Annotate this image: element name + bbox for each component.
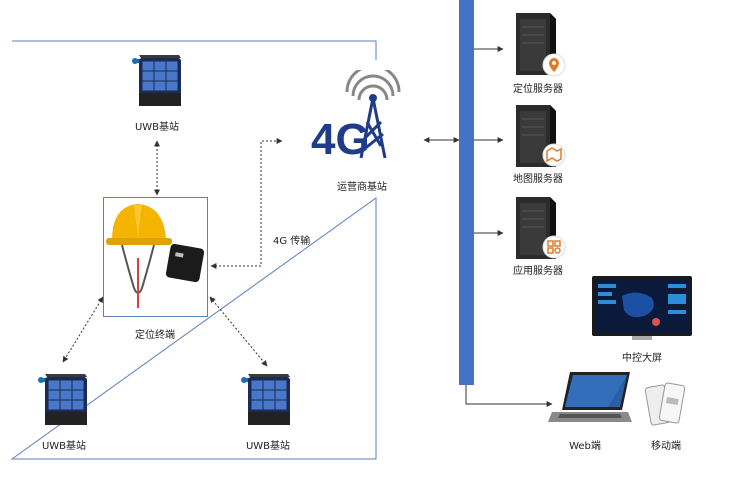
server-tower-icon	[516, 13, 566, 77]
map-server-label: 地图服务器	[513, 174, 563, 185]
app-server	[510, 193, 570, 263]
uwb-station-left	[37, 371, 89, 429]
mobile-label: 移动端	[651, 441, 681, 452]
mobile-phones	[644, 382, 688, 428]
loc-server	[510, 9, 570, 79]
uwb-left-label: UWB基站	[41, 441, 87, 452]
transfer-label: 4G 传输	[273, 236, 311, 247]
server-tower-icon	[516, 105, 566, 167]
uwb-right-label: UWB基站	[245, 441, 291, 452]
map-server	[510, 101, 570, 171]
carrier-station: 4G	[303, 64, 409, 166]
link-uwb-right-terminal	[209, 296, 268, 367]
tower-4g-icon: 4G	[311, 64, 401, 164]
terminal-label: 定位终端	[135, 330, 175, 341]
uwb-station-icon	[38, 374, 87, 425]
phone-icon	[644, 382, 686, 426]
logo-4g-text: 4G	[311, 115, 370, 164]
web-laptop	[548, 370, 634, 426]
uwb-station-right	[240, 371, 292, 429]
link-uwb-left-terminal	[62, 296, 104, 363]
laptop-icon	[548, 372, 632, 422]
uwb-station-top	[131, 52, 183, 110]
uwb-station-icon	[241, 374, 290, 425]
uwb-top-label: UWB基站	[134, 122, 180, 133]
loc-server-label: 定位服务器	[513, 84, 563, 95]
uwb-station-icon	[132, 55, 181, 106]
site-frame	[10, 40, 377, 460]
terminal-frame	[103, 197, 208, 317]
helmet-device-illustration	[106, 204, 205, 308]
monitor-icon	[592, 276, 692, 340]
link-bus-web	[465, 385, 553, 407]
apps-grid-icon	[542, 235, 566, 259]
app-server-label: 应用服务器	[513, 266, 563, 277]
network-bus	[459, 0, 474, 385]
big-screen-label: 中控大屏	[622, 353, 662, 364]
big-screen	[592, 276, 692, 342]
server-tower-icon	[516, 197, 566, 259]
tracker-device-icon	[165, 243, 205, 283]
carrier-label: 运营商基站	[337, 182, 387, 193]
web-label: Web端	[569, 441, 601, 452]
link-terminal-carrier	[210, 138, 283, 269]
